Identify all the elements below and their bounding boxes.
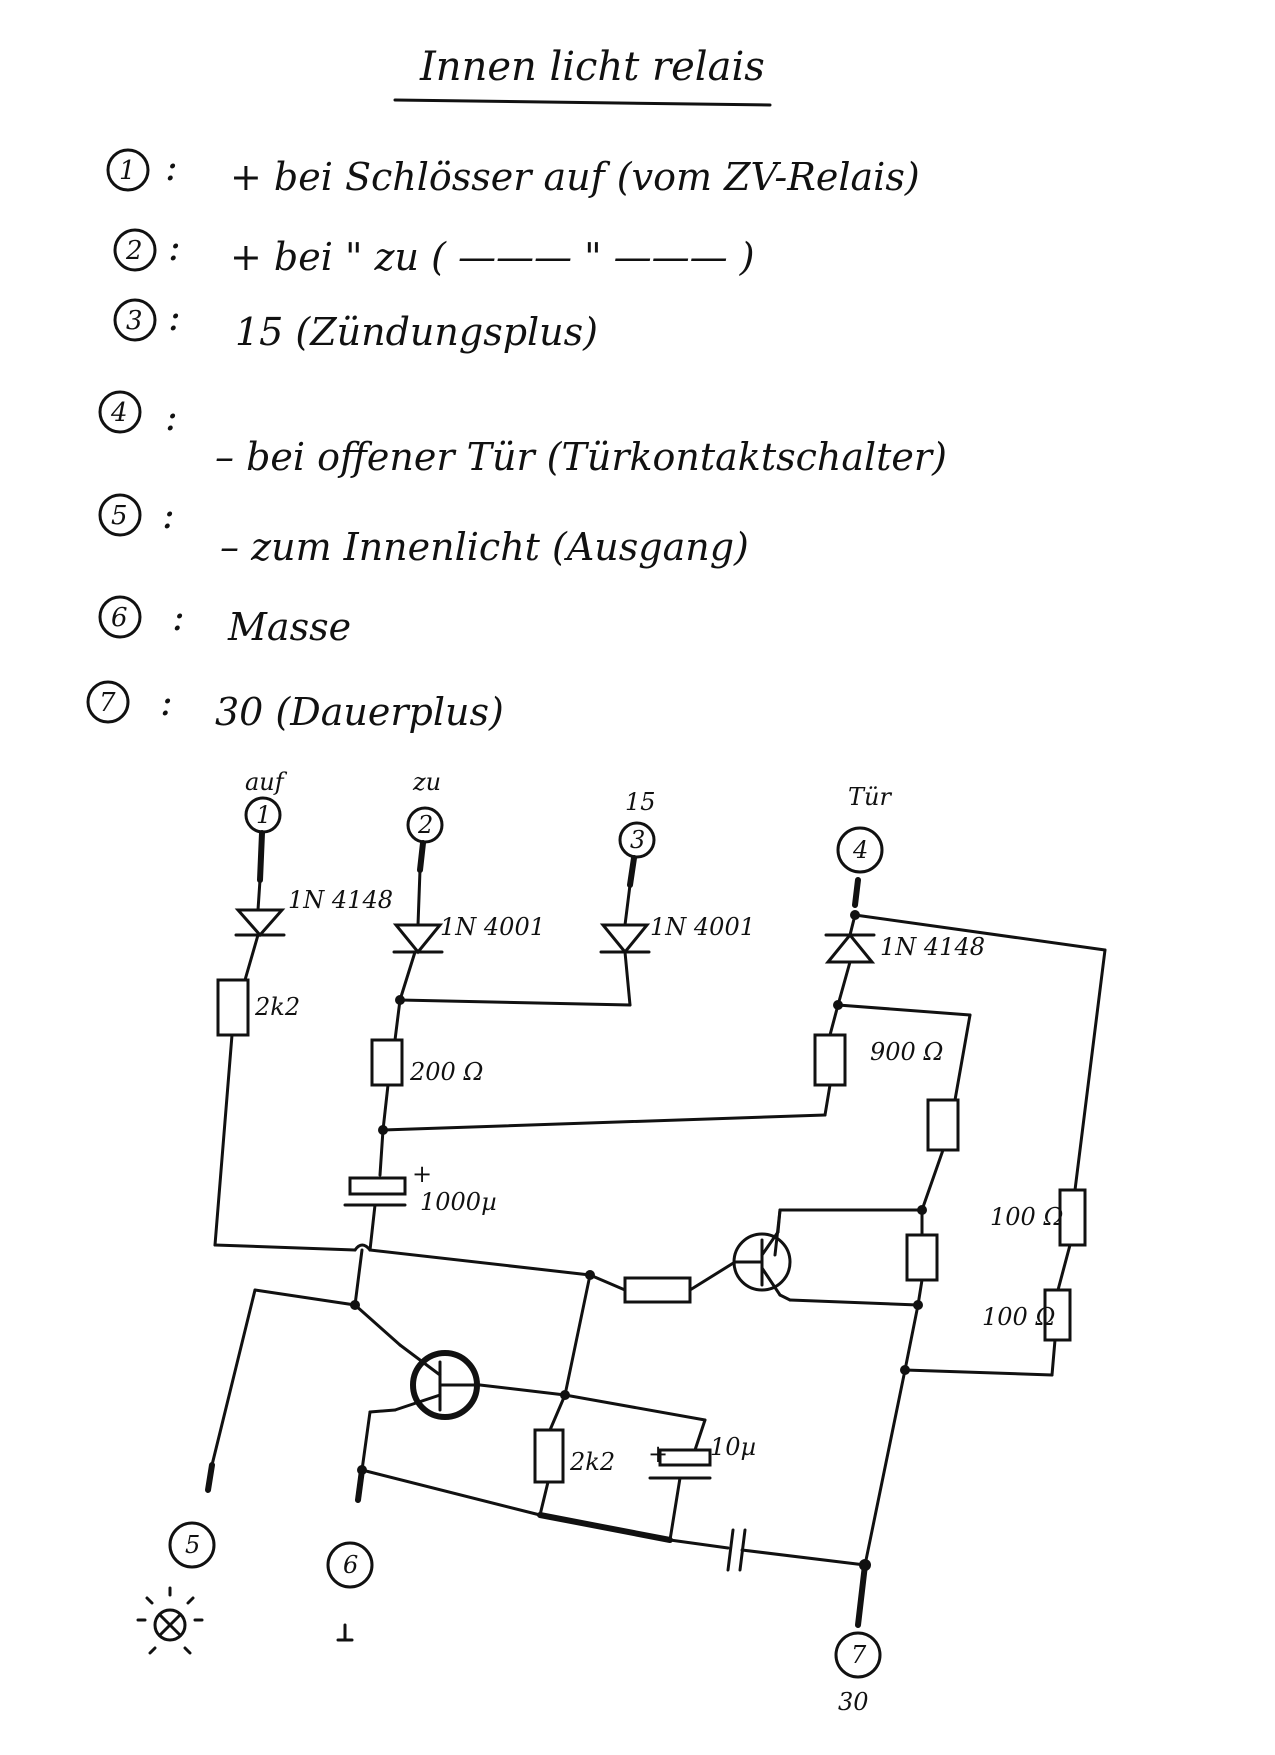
- resistor-200: [370, 1038, 404, 1087]
- pin-2-num: 2: [417, 811, 433, 839]
- legend-num-2: 2: [125, 236, 143, 266]
- resistor-900: [813, 1033, 847, 1087]
- capacitor-1000u-plus: +: [412, 1160, 432, 1188]
- resistor-2k2-top: [216, 978, 250, 1037]
- svg-text::: :: [168, 295, 181, 339]
- transistor-pnp: [732, 1230, 792, 1297]
- resistor-200-label: 200 Ω: [409, 1058, 483, 1086]
- capacitor-1000u-label: 1000µ: [420, 1188, 497, 1216]
- legend-item-5: 5 : – zum Innenlicht (Ausgang): [98, 493, 749, 569]
- pin-5: [168, 1521, 216, 1569]
- diode-d2: [392, 923, 444, 955]
- resistor-2k2-bottom: [533, 1428, 565, 1484]
- legend-text-4: – bei offener Tür (Türkontaktschalter): [215, 435, 947, 479]
- ground-icon: [336, 1623, 354, 1642]
- title-underline: [393, 98, 772, 107]
- diode-d3: [599, 923, 651, 955]
- resistor-2k2-bottom-label: 2k2: [569, 1448, 615, 1476]
- legend-circle-4: [98, 390, 142, 434]
- legend-item-4: 4 : – bei offener Tür (Türkontaktschalte…: [98, 390, 947, 479]
- capacitor-10u-plus: +: [648, 1440, 668, 1468]
- legend-circle-6: [98, 595, 142, 639]
- resistor-100-a-label: 100 Ω: [990, 1203, 1063, 1231]
- legend-text-6: Masse: [227, 605, 351, 649]
- legend-num-6: 6: [111, 603, 128, 633]
- legend-num-1: 1: [119, 156, 136, 186]
- svg-text::: :: [162, 493, 175, 537]
- pin-2-label: zu: [412, 768, 441, 796]
- pin-1-label: auf: [245, 768, 288, 796]
- resistor-900-label: 900 Ω: [870, 1038, 943, 1066]
- legend-circle-1: [106, 148, 150, 192]
- pin-5-num: 5: [185, 1531, 200, 1559]
- resistor-100-b-label: 100 Ω: [982, 1303, 1055, 1331]
- svg-text::: :: [172, 595, 185, 639]
- legend: 1 : + bei Schlösser auf (vom ZV-Relais) …: [86, 145, 947, 734]
- diode-d1: [234, 908, 286, 938]
- resistor-2k2-top-label: 2k2: [254, 993, 300, 1021]
- pin-4-label: Tür: [848, 783, 892, 811]
- diode-d4-label: 1N 4148: [880, 933, 985, 961]
- legend-num-5: 5: [111, 501, 128, 531]
- diode-d4: [824, 932, 876, 964]
- pin-3-label: 15: [625, 788, 656, 816]
- diode-d3-label: 1N 4001: [650, 913, 755, 941]
- legend-text-5: – zum Innenlicht (Ausgang): [220, 525, 749, 569]
- lamp-icon: [136, 1586, 204, 1655]
- resistor-unlabeled-1: [926, 1098, 960, 1152]
- legend-text-1: + bei Schlösser auf (vom ZV-Relais): [230, 155, 920, 199]
- svg-text::: :: [165, 145, 178, 189]
- svg-text::: :: [160, 680, 173, 724]
- resistor-100-b: [1043, 1288, 1072, 1342]
- legend-num-4: 4: [110, 398, 128, 428]
- pin-3: [618, 821, 656, 859]
- pin-4: [836, 826, 884, 874]
- pin-3-num: 3: [630, 826, 645, 854]
- capacitor-1000u: [343, 1176, 407, 1207]
- legend-circle-5: [98, 493, 142, 537]
- pin-7-num: 7: [851, 1641, 867, 1669]
- legend-circle-7: [86, 680, 130, 724]
- legend-num-7: 7: [99, 688, 116, 718]
- resistor-100-a: [1058, 1188, 1087, 1247]
- legend-item-6: 6 : Masse: [98, 595, 351, 649]
- legend-item-2: 2 : + bei " zu ( ——— " ——— ): [113, 225, 755, 279]
- pin-4-num: 4: [852, 836, 868, 864]
- legend-text-3: 15 (Zündungsplus): [235, 310, 598, 354]
- legend-circle-3: [113, 298, 157, 342]
- capacitor-10u-label: 10µ: [710, 1433, 756, 1461]
- schematic: auf 1 1N 4148 2k2 zu 2 1N 4001: [136, 768, 1107, 1716]
- pin-6: [326, 1541, 374, 1589]
- svg-text::: :: [165, 395, 178, 439]
- resistor-unlabeled-2: [905, 1233, 939, 1282]
- legend-text-7: 30 (Dauerplus): [215, 690, 504, 734]
- pin-7-label: 30: [838, 1688, 869, 1716]
- pin-1-num: 1: [256, 801, 271, 829]
- legend-text-2: + bei " zu ( ——— " ——— ): [230, 235, 755, 279]
- pin-7: [834, 1631, 882, 1679]
- page-title: Innen licht relais: [419, 44, 765, 90]
- legend-circle-2: [113, 228, 157, 272]
- transistor-npn: [393, 1343, 482, 1420]
- svg-text::: :: [168, 225, 181, 269]
- legend-item-3: 3 : 15 (Zündungsplus): [113, 295, 598, 354]
- capacitor-10u: [648, 1448, 712, 1480]
- legend-num-3: 3: [126, 306, 143, 336]
- legend-item-7: 7 : 30 (Dauerplus): [86, 680, 504, 734]
- diode-d1-label: 1N 4148: [288, 886, 393, 914]
- diode-d2-label: 1N 4001: [440, 913, 545, 941]
- resistor-base-upper: [623, 1276, 692, 1304]
- legend-item-1: 1 : + bei Schlösser auf (vom ZV-Relais): [106, 145, 920, 199]
- pin-6-num: 6: [343, 1551, 358, 1579]
